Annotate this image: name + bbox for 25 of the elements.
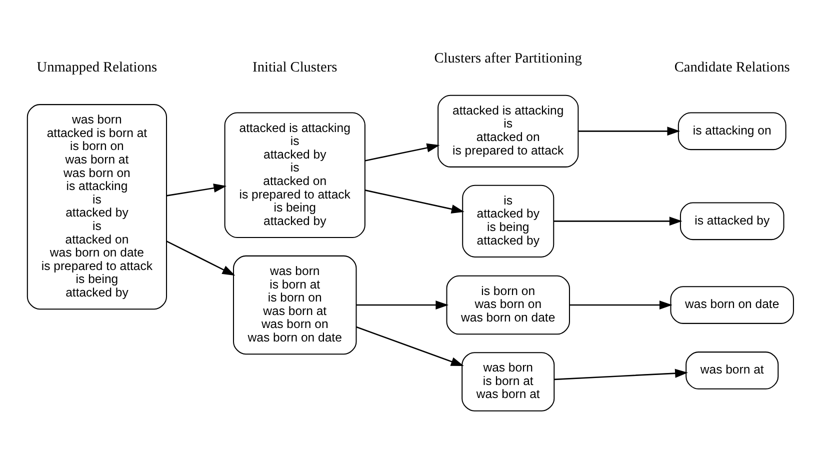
arrow — [356, 326, 464, 366]
label: Clusters after Partitioning — [434, 50, 582, 66]
node-box: was born on date — [670, 286, 794, 324]
arrow — [356, 300, 448, 310]
node-box: attacked is attacking is attacked by is attacked on is prepared to attack is being attacked by — [224, 112, 365, 238]
label: Candidate Relations — [674, 59, 790, 76]
arrow — [166, 183, 226, 196]
node-box: is born on was born on was born on date — [446, 274, 570, 334]
arrow — [364, 189, 464, 213]
arrow — [553, 216, 682, 226]
node-box: is attacked by — [679, 202, 784, 240]
node-box: is attacked by is being attacked by — [462, 184, 554, 257]
arrow — [364, 142, 440, 161]
arrow — [578, 126, 680, 136]
node-box: was born is born at is born on was born at was born on was born on date — [232, 254, 356, 354]
node-box: was born attacked is born at is born on was born at was born on is attacking is attacked by is attacked on was born on date is prepared to attack is being attacked by — [26, 104, 167, 310]
node-box: was born at — [685, 351, 778, 389]
arrow — [569, 300, 672, 310]
label: Unmapped Relations — [36, 59, 157, 76]
label: Initial Clusters — [252, 59, 337, 76]
node-box: attacked is attacking is attacked on is prepared to attack — [437, 94, 578, 167]
arrow — [554, 368, 688, 380]
node-box: is attacking on — [677, 112, 786, 150]
arrow — [166, 240, 235, 276]
node-box: was born is born at was born at — [461, 352, 554, 411]
